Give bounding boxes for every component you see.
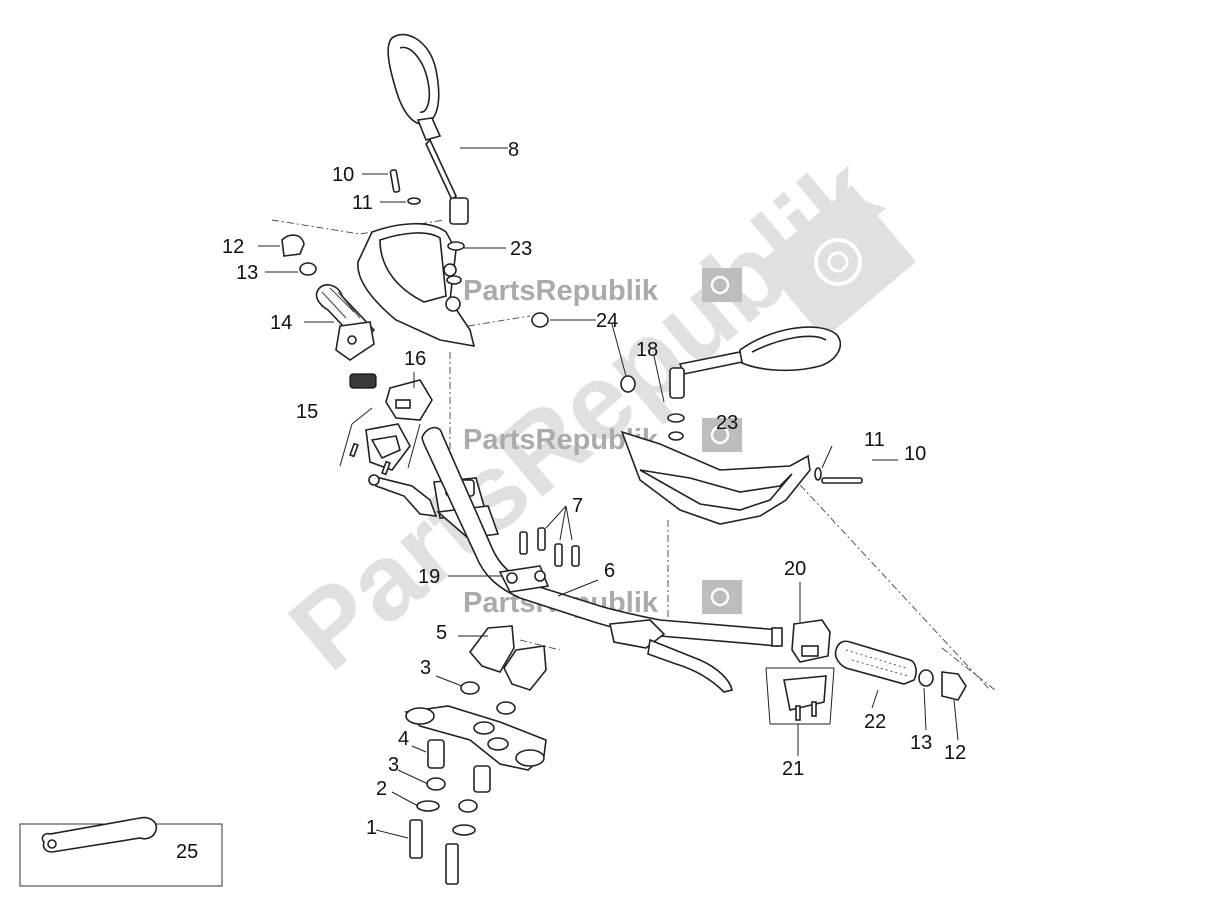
right-grip [834, 640, 967, 701]
left-grip-assembly [281, 234, 377, 389]
callout-leaders [258, 147, 959, 839]
left-switch-housing [339, 407, 421, 476]
triple-clamp [404, 705, 547, 771]
right-switch-housing [765, 667, 835, 725]
callout-2: 2 [376, 778, 387, 800]
callout-23: 23 [510, 238, 532, 260]
callout-20: 20 [784, 558, 806, 580]
left-bolt [389, 169, 465, 285]
callout-22: 22 [864, 711, 886, 733]
lower-mounting [409, 739, 491, 885]
callout-21: 21 [782, 758, 804, 780]
callout-13b: 13 [910, 732, 932, 754]
callout-3: 3 [420, 657, 431, 679]
callout-14: 14 [270, 312, 292, 334]
left-mirror [387, 33, 469, 225]
callout-6: 6 [604, 560, 615, 582]
callout-10b: 10 [904, 443, 926, 465]
watermark-large-gear-icon [759, 185, 917, 339]
gear-icon [702, 580, 742, 614]
callout-12b: 12 [944, 742, 966, 764]
left-handguard [357, 222, 476, 348]
left-switch [385, 379, 433, 421]
callout-12: 12 [222, 236, 244, 258]
callout-19: 19 [418, 566, 440, 588]
callout-3b: 3 [388, 754, 399, 776]
fitting-24 [531, 312, 549, 328]
tool-inset: 25 [19, 816, 223, 887]
callout-4: 4 [398, 728, 409, 750]
callout-8: 8 [508, 139, 519, 161]
callout-labels: 8 10 11 12 13 23 14 24 18 16 15 23 11 10… [222, 139, 966, 839]
watermark-small-1: PartsRepublik [463, 268, 742, 307]
callout-24: 24 [596, 310, 618, 332]
callout-10: 10 [332, 164, 354, 186]
callout-1: 1 [366, 817, 377, 839]
risers [460, 625, 547, 715]
gear-icon [702, 418, 742, 452]
callout-11: 11 [352, 192, 373, 214]
watermark-small-2: PartsRepublik [463, 418, 742, 456]
callout-13: 13 [236, 262, 258, 284]
callout-18: 18 [636, 339, 658, 361]
callout-23b: 23 [716, 412, 738, 434]
upper-clamps [498, 527, 580, 593]
callout-11b: 11 [864, 429, 885, 451]
right-switch [791, 619, 831, 663]
watermark-small-text-1: PartsRepublik [463, 275, 659, 307]
right-mirror [620, 326, 842, 441]
callout-25: 25 [176, 841, 198, 863]
callout-16: 16 [404, 348, 426, 370]
callout-5: 5 [436, 622, 447, 644]
gear-icon [702, 268, 742, 302]
right-handguard [620, 430, 863, 525]
callout-15: 15 [296, 401, 318, 423]
callout-7: 7 [572, 495, 583, 517]
